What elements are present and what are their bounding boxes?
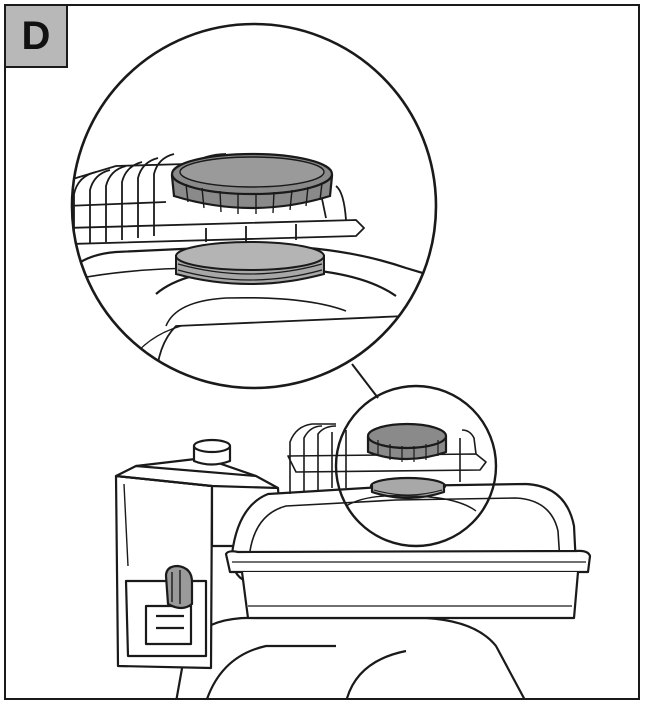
engine-illustration <box>70 22 592 698</box>
illustration-frame: D <box>4 4 640 700</box>
zoom-detail-view <box>72 24 436 388</box>
gasket-zoomed <box>175 241 325 285</box>
step-label-badge: D <box>6 6 68 68</box>
zoom-connector-line <box>351 363 379 399</box>
large-magnifier-circle <box>70 22 438 390</box>
fuel-cap-zoomed <box>170 152 334 214</box>
step-letter: D <box>21 14 51 58</box>
engine-body <box>114 422 592 698</box>
small-magnifier-circle <box>334 384 498 548</box>
